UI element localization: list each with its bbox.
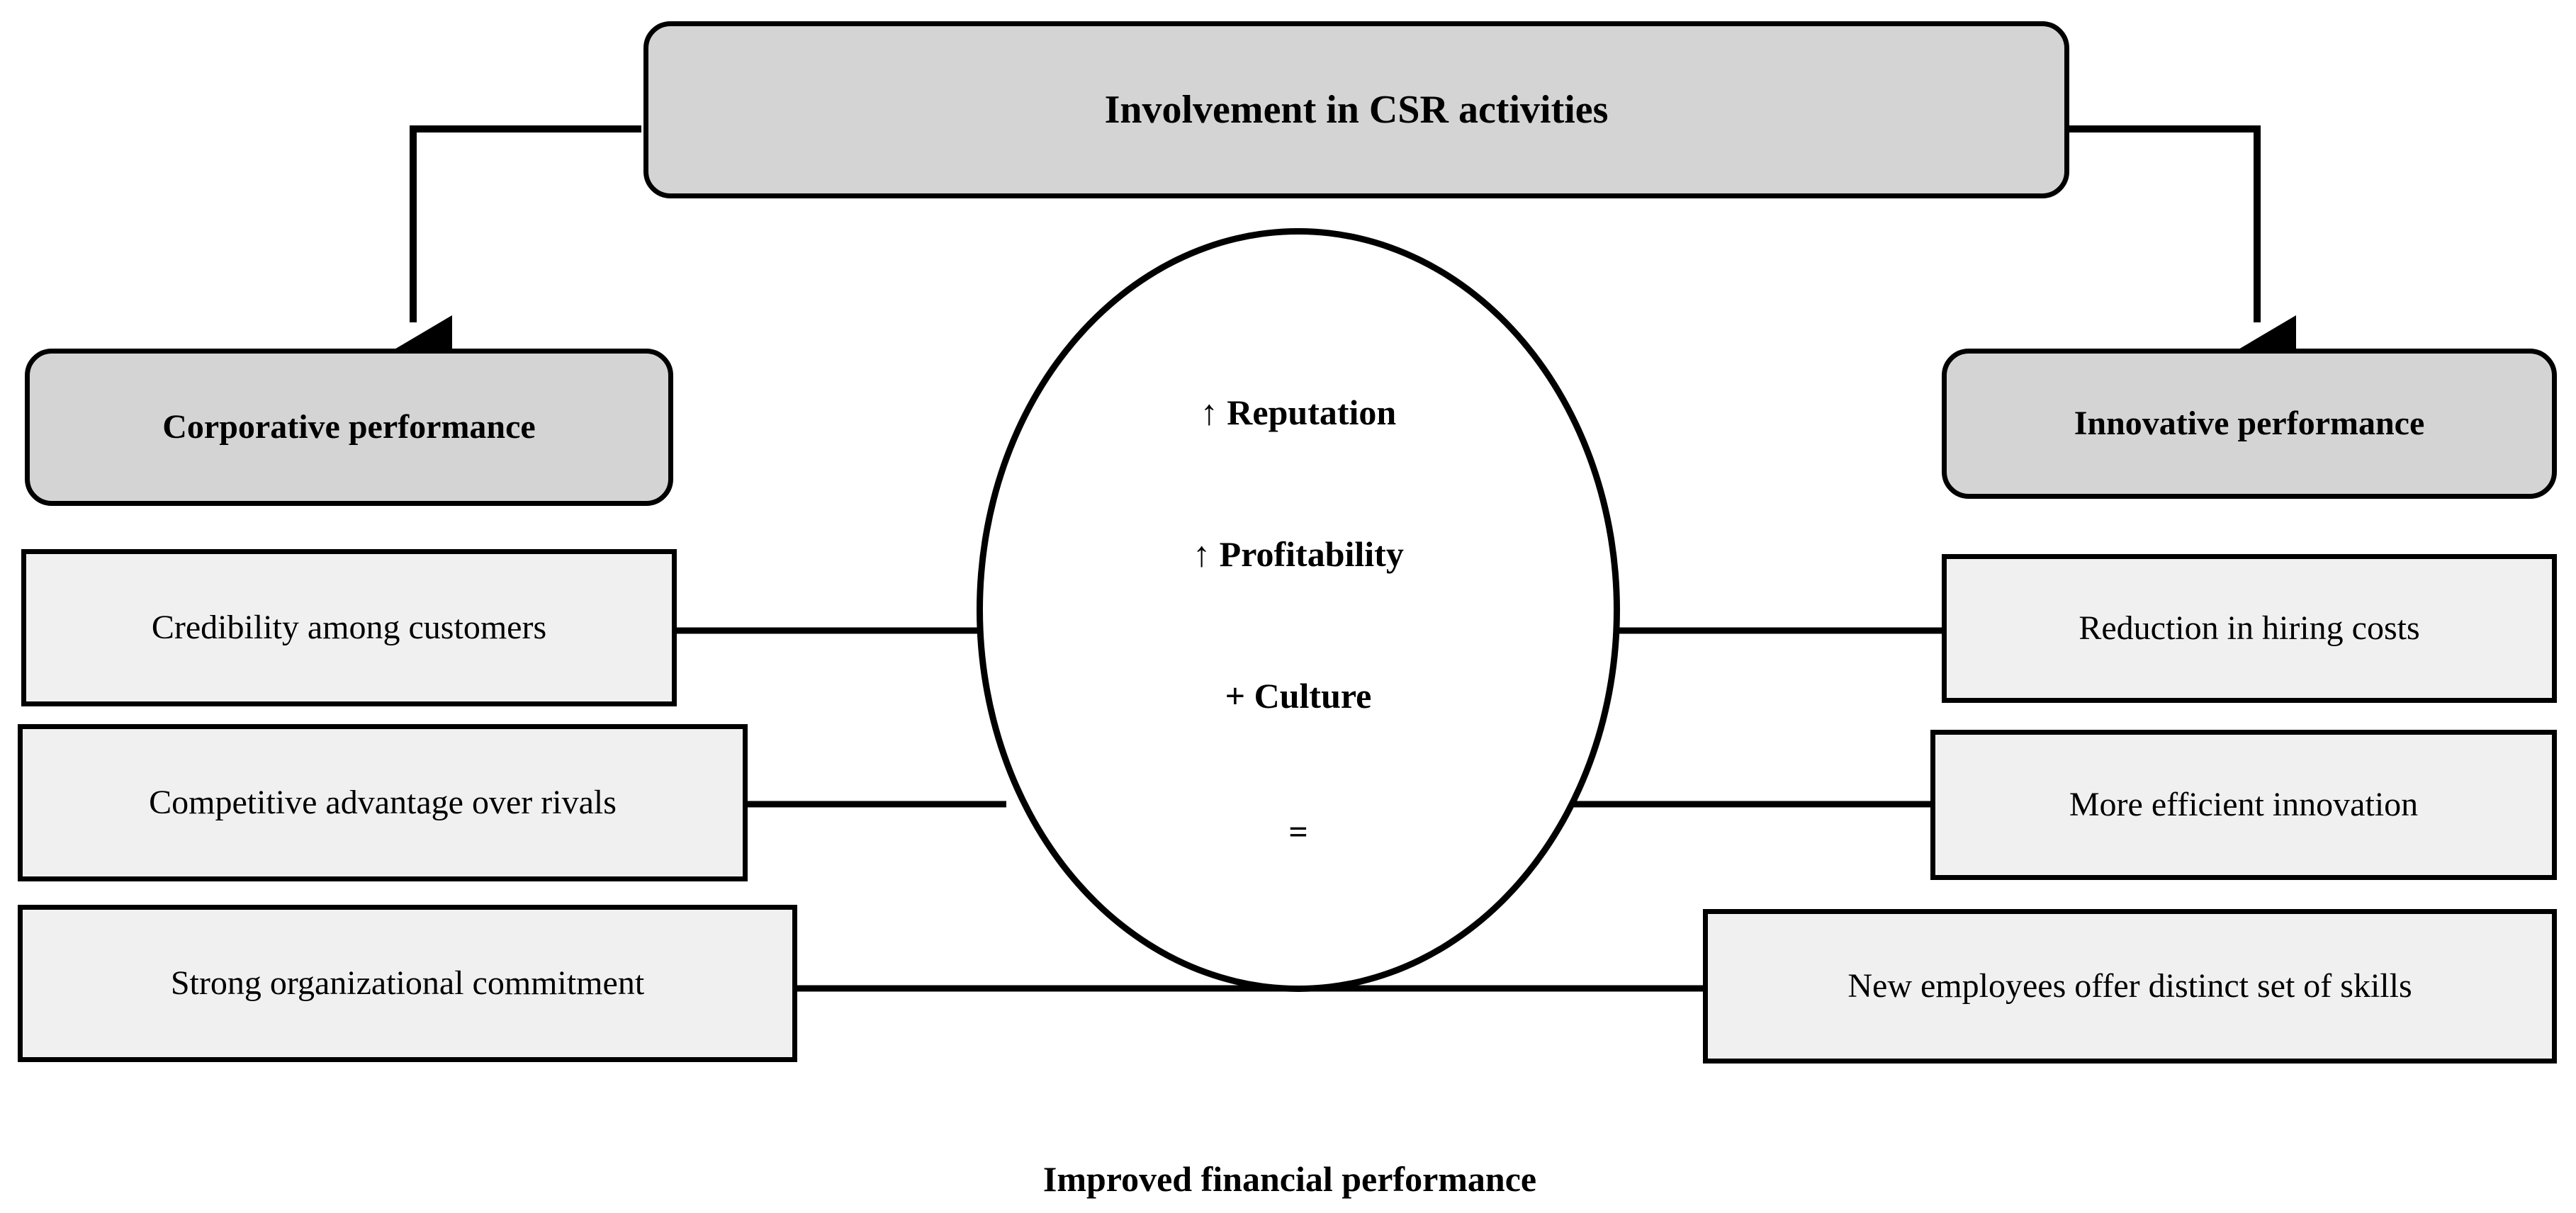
ellipse-line-equals: = [1288, 813, 1308, 851]
center-ellipse-outcomes[interactable]: ↑ Reputation ↑ Profitability + Culture = [977, 228, 1620, 992]
node-left-2-label: Competitive advantage over rivals [149, 784, 617, 822]
ellipse-line-culture: + Culture [1225, 676, 1372, 716]
node-left-3-label: Strong organizational commitment [170, 964, 645, 1003]
node-improved-financial-performance: Improved financial performance [928, 1148, 1651, 1212]
node-left-1-label: Credibility among customers [151, 609, 547, 647]
ellipse-line-profitability: ↑ Profitability [1193, 534, 1404, 574]
ellipse-line-reputation: ↑ Reputation [1200, 393, 1397, 432]
node-reduction-in-hiring-costs[interactable]: Reduction in hiring costs [1942, 554, 2557, 703]
node-title-label: Involvement in CSR activities [1104, 87, 1609, 132]
node-footer-label: Improved financial performance [1042, 1159, 1537, 1200]
node-right-2-label: More efficient innovation [2069, 786, 2419, 824]
node-more-efficient-innovation[interactable]: More efficient innovation [1930, 730, 2557, 880]
connector-top-to-right [2069, 125, 2296, 407]
node-involvement-in-csr-activities[interactable]: Involvement in CSR activities [643, 21, 2069, 198]
node-right-3-label: New employees offer distinct set of skil… [1847, 967, 2412, 1005]
node-new-employees-offer-distinct-set-of-skills[interactable]: New employees offer distinct set of skil… [1703, 909, 2557, 1064]
node-right-header-label: Innovative performance [2074, 405, 2425, 443]
node-corporative-performance[interactable]: Corporative performance [25, 349, 673, 506]
node-credibility-among-customers[interactable]: Credibility among customers [21, 549, 677, 706]
node-left-header-label: Corporative performance [162, 408, 536, 446]
node-competitive-advantage-over-rivals[interactable]: Competitive advantage over rivals [18, 724, 748, 881]
connector-top-to-left [374, 125, 641, 407]
node-strong-organizational-commitment[interactable]: Strong organizational commitment [18, 905, 797, 1062]
node-right-1-label: Reduction in hiring costs [2079, 609, 2420, 648]
node-innovative-performance[interactable]: Innovative performance [1942, 349, 2557, 499]
